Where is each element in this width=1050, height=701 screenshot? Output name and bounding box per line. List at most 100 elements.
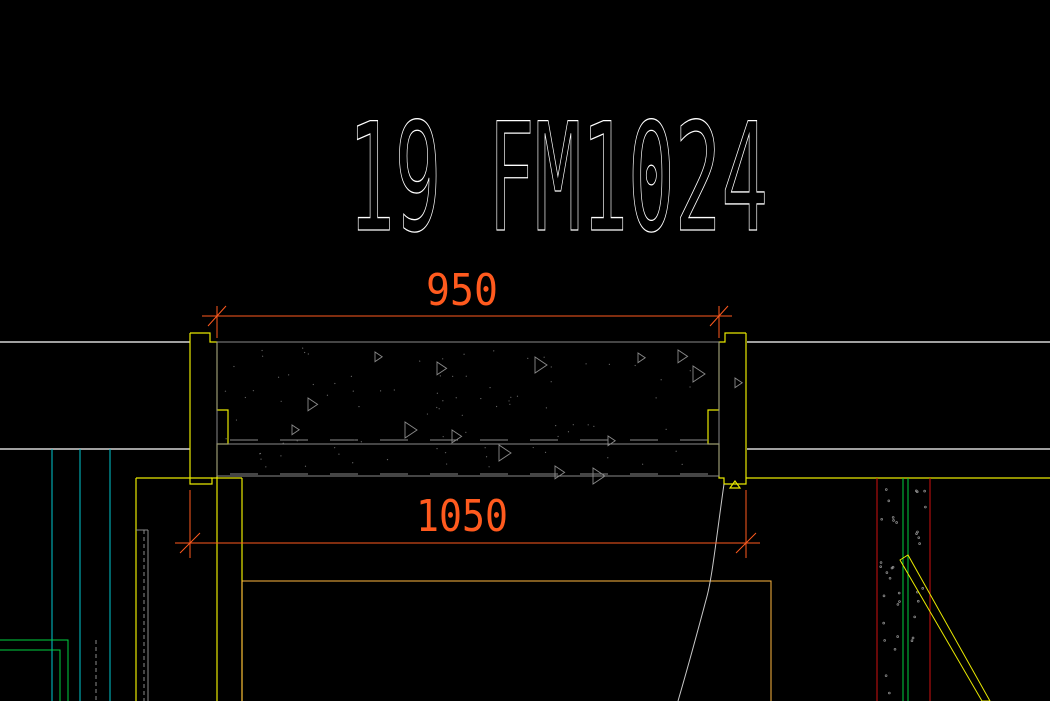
hatch-dot [655,397,657,399]
hatch-dot [485,456,488,458]
hatch-dot [262,355,264,357]
column-hatch-dot [891,516,895,519]
hatch-dot [244,396,246,399]
dim-950-tick-right [709,305,729,327]
hatch-dot [484,447,486,449]
hatch-dot [587,424,589,426]
right-column-detail [876,478,991,701]
hatch-dot [282,442,284,444]
hatch-dot [495,405,498,408]
hatch-triangle [436,361,448,376]
column-hatch-dot [883,639,886,642]
hatch-triangle [498,444,512,462]
hatch-dot [444,452,447,454]
door-frame [135,332,1050,701]
dim-1050-tick-right [735,532,757,554]
green-line-2 [0,649,61,701]
hatch-dot [488,466,490,468]
hatch-dot [358,405,360,408]
hatch-dot [288,374,290,376]
hatch-triangle [677,349,689,364]
hatch-dot [393,389,395,391]
column-hatch-dot [888,576,892,580]
hatch-dot [642,463,644,465]
hatch-dot [446,463,448,465]
hatch-dot [567,431,570,433]
hatch-dot [527,357,529,359]
hatch-dot [280,400,282,402]
column-hatch-dot [913,615,916,619]
hatch-triangle [607,435,617,447]
column-hatch-dot [898,600,901,603]
lower-room-frame [241,580,772,701]
hatch-dot [334,447,336,449]
column-hatch-dot [884,488,888,491]
hatch-dot [608,363,610,365]
door-frame-right [707,332,747,485]
hatch-dot [665,428,667,430]
column-hatch-dot [888,691,891,695]
hatch-triangle [734,377,744,389]
hatch-dot [436,406,438,409]
hatch-dot [352,390,354,392]
hatch-dot [689,370,691,372]
column-hatch-dot [884,674,888,677]
column-hatch-dot [880,517,884,521]
column-hatch-dot [916,530,919,534]
column-hatch-dot [923,489,926,493]
column-hatch-dot [882,594,886,598]
hatch-dot [461,414,463,416]
hatch-dot [235,419,238,421]
hatch-dot [572,424,574,426]
dim-950-tick-left [207,305,227,327]
hatch-dot [307,353,309,355]
hatch-dot [681,463,683,465]
column-hatch-dot [915,490,919,494]
hatch-dot [350,375,352,378]
concrete-hatch [224,347,744,485]
hatch-dot [386,459,389,461]
hatch-dot [304,351,306,354]
hatch-dot [233,365,235,368]
hatch-dot [689,386,691,388]
column-hatch-dot [885,571,889,574]
column-hatch-dot [890,566,894,570]
hatch-dot [557,435,559,438]
hatch-dot [225,438,227,440]
left-detail-lines [0,449,149,701]
column-hatch-dot [917,536,921,539]
column-hatch-dot [896,635,899,638]
hatch-dot [545,407,547,409]
hatch-dot [438,408,440,410]
column-hatch-dot [893,648,897,651]
hatch-dot [516,395,519,397]
column-hatch-dot [924,505,927,509]
hatch-triangle [451,429,463,444]
hatch-dot [442,436,444,438]
hatch-dot [660,379,662,381]
hatch-dot [379,390,382,392]
hatch-dot [550,366,552,368]
dimension-1050 [175,490,760,558]
hatch-dot [280,455,282,457]
column-hatch-dot [911,636,915,640]
hatch-dot [585,363,587,365]
hatch-dot [607,457,609,459]
hatch-dot [532,446,534,449]
hatch-dot [510,396,512,398]
right-column-hatch [879,488,927,695]
hatch-triangle [692,365,706,383]
hatch-dot [352,462,354,464]
door-panel [216,341,720,477]
dimension-950-label: 950 [426,265,498,316]
hatch-dot [480,397,482,400]
hatch-dot [302,347,304,349]
hatch-dot [442,400,444,402]
hatch-dot [338,453,340,455]
hatch-dot [544,451,547,453]
hatch-triangle [404,421,418,439]
hatch-dot [224,390,227,392]
column-hatch-dot [892,519,895,522]
dim-1050-tick-left [179,532,201,554]
hatch-dot [493,350,495,352]
